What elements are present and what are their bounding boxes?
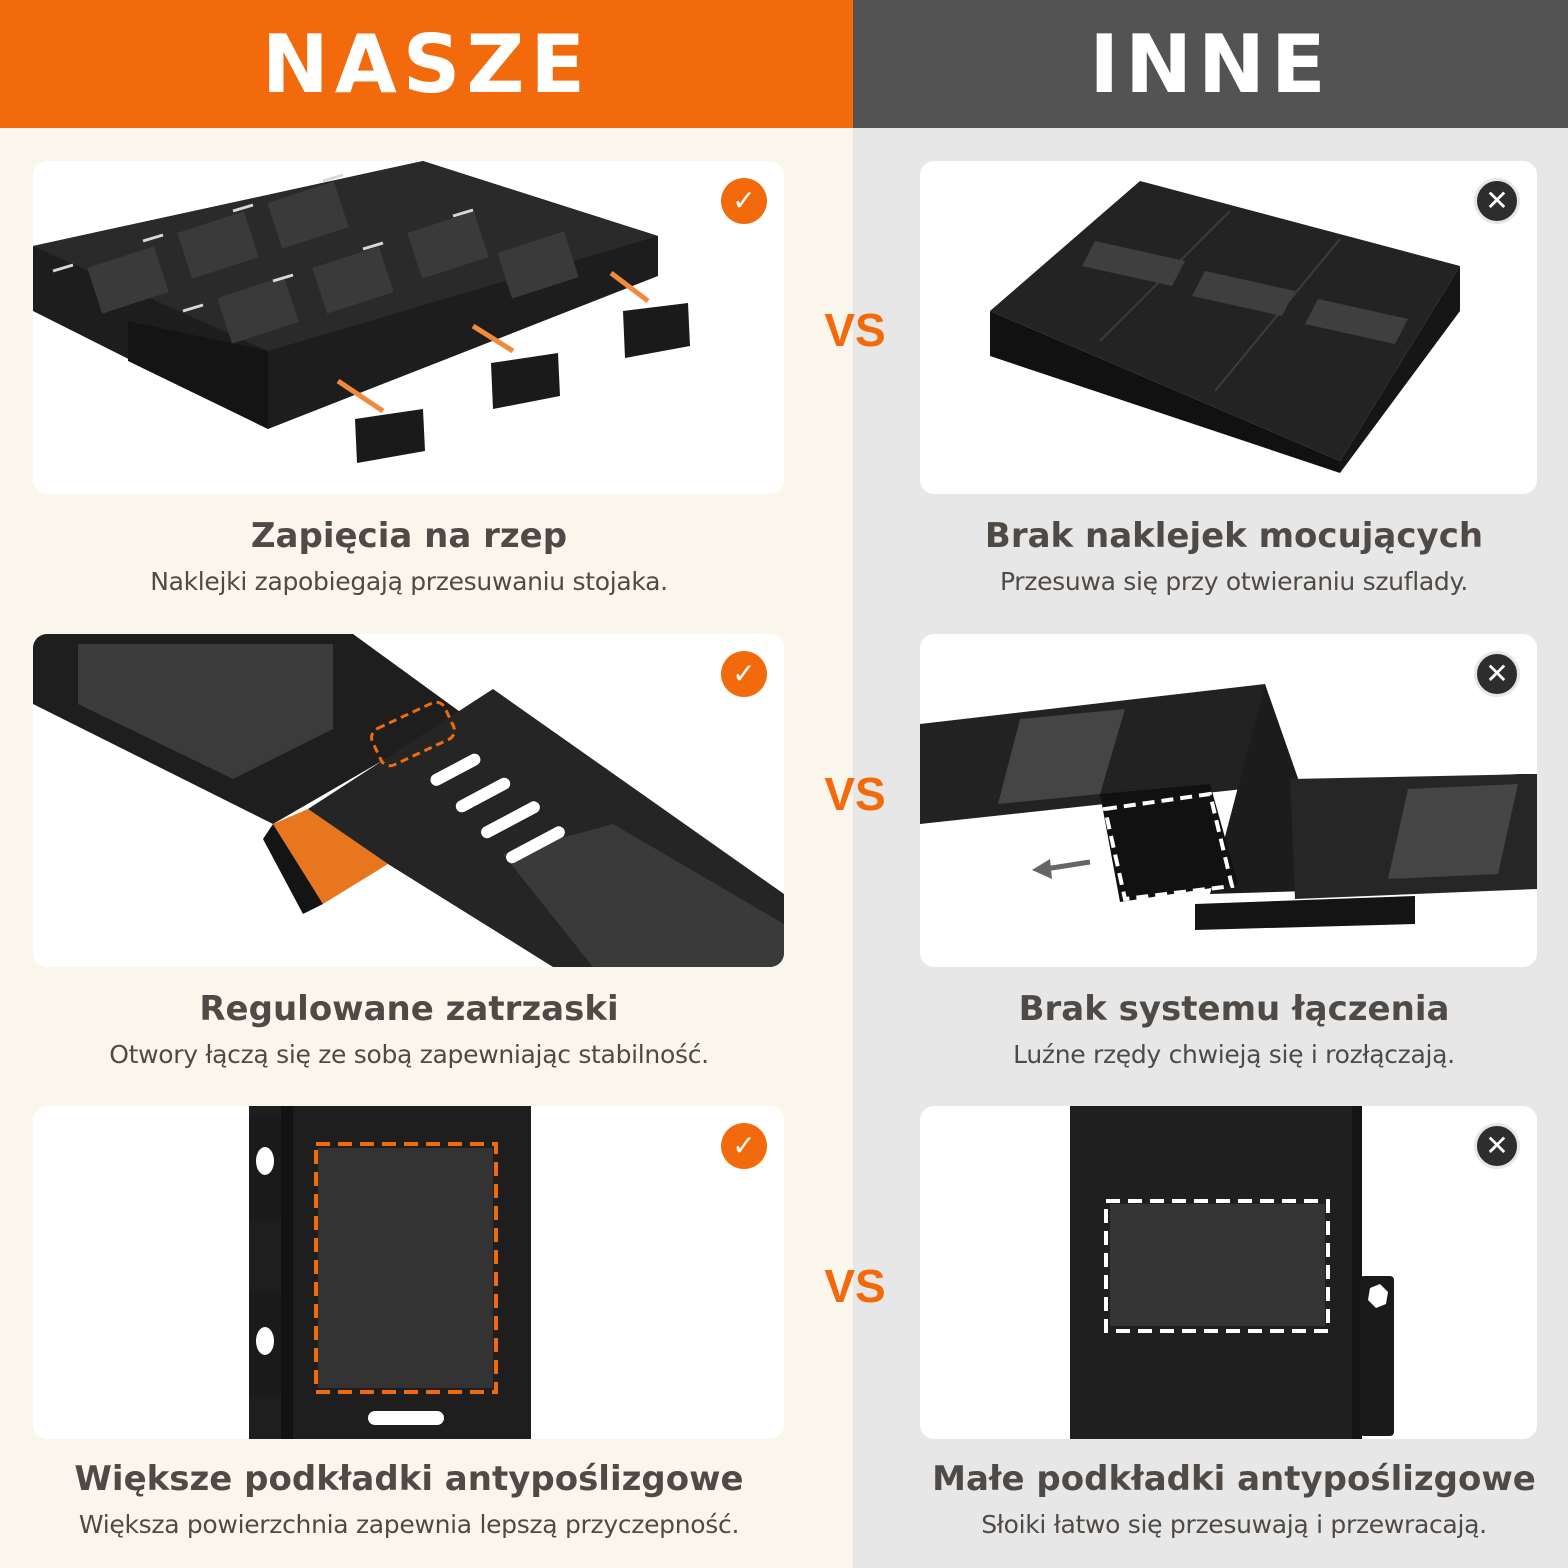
ours-caption-title: Regulowane zatrzaski — [199, 989, 619, 1029]
vs-label-1: VS — [824, 304, 886, 356]
ours-latches-image: ✓ — [33, 634, 784, 967]
ours-header: NASZE — [0, 0, 853, 128]
others-caption-3: Małe podkładki antypoślizgowe Słoiki łat… — [900, 1459, 1568, 1541]
ours-caption-title: Zapięcia na rzep — [250, 516, 568, 556]
others-caption-2: Brak systemu łączenia Luźne rzędy chwiej… — [900, 989, 1568, 1071]
ours-caption-2: Regulowane zatrzaski Otwory łączą się ze… — [0, 989, 818, 1071]
check-circle-icon: ✓ — [721, 1123, 767, 1169]
others-caption-1: Brak naklejek mocujących Przesuwa się pr… — [900, 516, 1568, 598]
x-circle-icon: ✕ — [1474, 651, 1520, 697]
others-caption-subtitle: Słoiki łatwo się przesuwają i przewracaj… — [981, 1510, 1487, 1539]
ours-large-pad-image: ✓ — [33, 1106, 784, 1439]
ours-caption-title: Większe podkładki antypoślizgowe — [74, 1459, 744, 1499]
others-caption-title: Brak naklejek mocujących — [984, 516, 1484, 556]
others-no-stickers-image: ✕ — [920, 161, 1537, 494]
others-small-pad-image: ✕ — [920, 1106, 1537, 1439]
ours-caption-1: Zapięcia na rzep Naklejki zapobiegają pr… — [0, 516, 818, 598]
others-caption-subtitle: Przesuwa się przy otwieraniu szuflady. — [999, 567, 1469, 596]
vs-label-3: VS — [824, 1260, 886, 1312]
others-caption-title: Brak systemu łączenia — [1018, 989, 1450, 1029]
ours-caption-subtitle: Naklejki zapobiegają przesuwaniu stojaka… — [150, 567, 668, 596]
x-circle-icon: ✕ — [1474, 178, 1520, 224]
others-caption-subtitle: Luźne rzędy chwieją się i rozłączają. — [1013, 1040, 1455, 1069]
ours-header-title: NASZE — [261, 17, 592, 111]
others-header-title: INNE — [1089, 17, 1332, 111]
others-header: INNE — [853, 0, 1568, 128]
others-no-connection-image: ✕ — [920, 634, 1537, 967]
ours-caption-3: Większe podkładki antypoślizgowe Większa… — [0, 1459, 818, 1541]
x-circle-icon: ✕ — [1474, 1123, 1520, 1169]
ours-velcro-image: ✓ — [33, 161, 784, 494]
check-circle-icon: ✓ — [721, 651, 767, 697]
ours-caption-subtitle: Większa powierzchnia zapewnia lepszą prz… — [78, 1510, 740, 1539]
vs-label-2: VS — [824, 768, 886, 820]
others-caption-title: Małe podkładki antypoślizgowe — [932, 1459, 1536, 1499]
ours-caption-subtitle: Otwory łączą się ze sobą zapewniając sta… — [109, 1040, 709, 1069]
check-circle-icon: ✓ — [721, 178, 767, 224]
